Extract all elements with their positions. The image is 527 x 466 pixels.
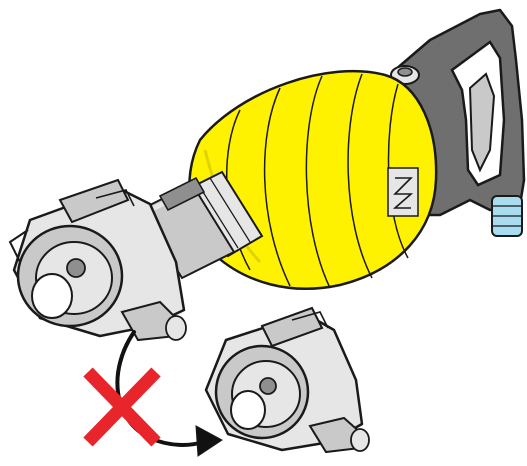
coupling-lever bbox=[58, 178, 130, 224]
coupling-pin bbox=[66, 258, 86, 278]
coupling-pin-2 bbox=[259, 377, 277, 395]
warning-label-icon bbox=[387, 167, 419, 217]
detached-coupling bbox=[204, 306, 370, 454]
attached-coupling bbox=[8, 178, 187, 342]
hose-section bbox=[138, 170, 264, 280]
trigger-lever bbox=[468, 72, 496, 173]
clamp bbox=[158, 176, 206, 212]
coupling-lever-2 bbox=[260, 306, 324, 348]
cross-icon bbox=[83, 367, 161, 447]
